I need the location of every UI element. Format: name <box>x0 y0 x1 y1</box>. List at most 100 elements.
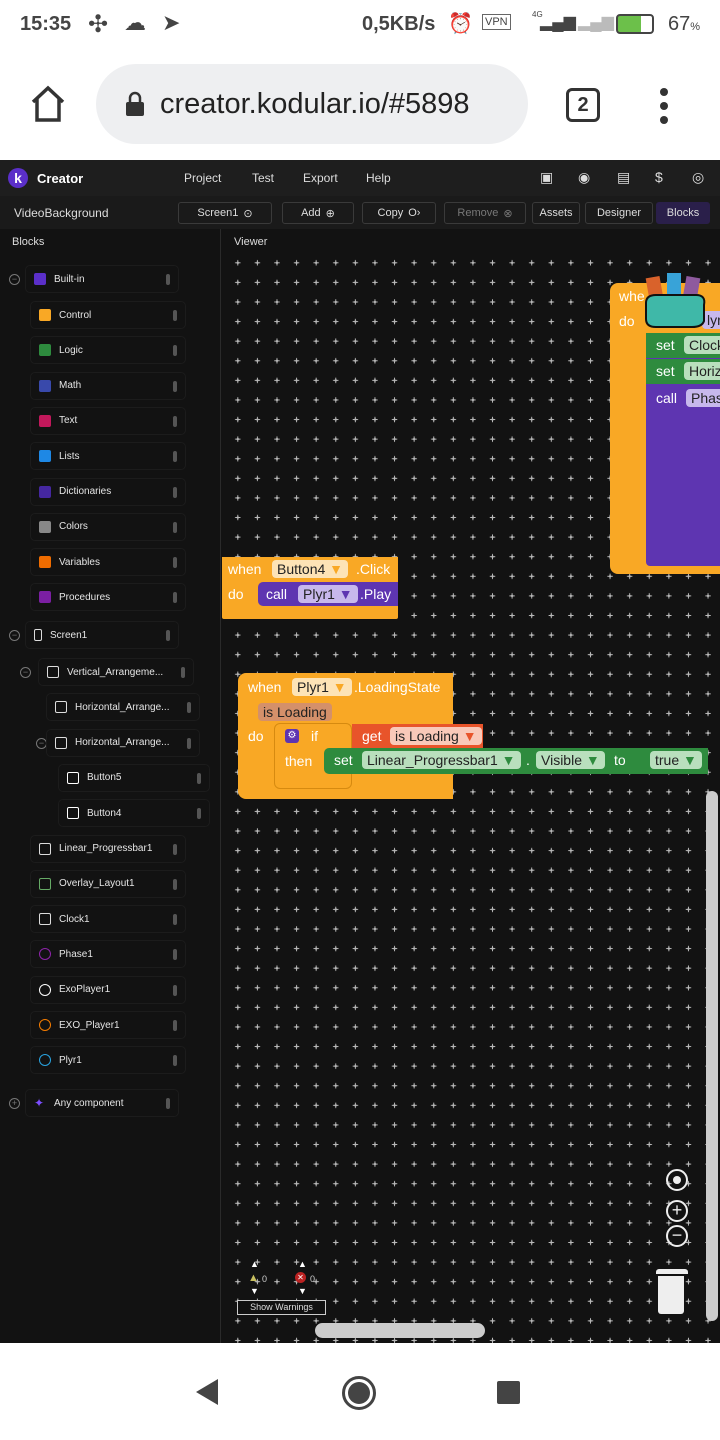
component-dropdown[interactable]: Linear_Progressbar1 ▼ <box>362 751 521 769</box>
vertical-scrollbar[interactable] <box>706 791 718 1321</box>
component-item[interactable]: Button5 <box>58 763 210 792</box>
component-item[interactable]: Button4 <box>58 799 210 828</box>
set-visible-block[interactable]: set Linear_Progressbar1 ▼ . Visible ▼ to… <box>324 748 708 774</box>
menu-export[interactable]: Export <box>303 171 338 185</box>
sidebar-item-screen1[interactable]: Screen1 <box>25 621 179 649</box>
loadingstate-event-block[interactable]: when Plyr1 ▼ .LoadingState is Loading do… <box>238 673 483 799</box>
call-play-block[interactable]: call Plyr1 ▼ .Play <box>258 582 398 606</box>
drag-handle[interactable] <box>173 914 177 926</box>
property-dropdown[interactable]: Visible ▼ <box>536 751 605 769</box>
error-next-arrow[interactable]: ▼ <box>298 1286 307 1296</box>
trash-icon[interactable] <box>658 1276 684 1314</box>
menu-icon[interactable] <box>654 86 674 126</box>
show-warnings-button[interactable]: Show Warnings <box>237 1300 326 1315</box>
collapse-toggle[interactable]: − <box>20 667 31 678</box>
sidebar-item-dictionaries[interactable]: Dictionaries <box>30 477 186 506</box>
home-nav-icon[interactable] <box>342 1376 376 1410</box>
theme-icon[interactable]: ◉ <box>578 169 591 185</box>
drag-handle[interactable] <box>173 415 177 427</box>
drag-handle[interactable] <box>166 630 170 641</box>
drag-handle[interactable] <box>173 1055 177 1067</box>
screen-select[interactable]: Screen1⊙ <box>178 202 272 224</box>
drag-handle[interactable] <box>197 808 201 820</box>
component-dropdown[interactable]: Button4 ▼ <box>272 560 349 578</box>
drag-handle[interactable] <box>187 737 191 749</box>
drag-handle[interactable] <box>173 592 177 604</box>
drag-handle[interactable] <box>173 843 177 855</box>
drag-handle[interactable] <box>173 380 177 392</box>
variable-dropdown[interactable]: is Loading ▼ <box>390 727 482 745</box>
drag-handle[interactable] <box>173 310 177 321</box>
drag-handle[interactable] <box>173 949 177 961</box>
sidebar-item-any-component[interactable]: ✦Any component <box>25 1089 179 1117</box>
drag-handle[interactable] <box>173 451 177 463</box>
url-bar[interactable]: creator.kodular.io/#5898 <box>96 64 528 144</box>
gear-icon[interactable]: ⚙ <box>285 729 299 743</box>
component-item[interactable]: Clock1 <box>30 905 186 934</box>
assets-button[interactable]: Assets <box>532 202 580 224</box>
menu-project[interactable]: Project <box>184 171 222 185</box>
component-item[interactable]: Linear_Progressbar1 <box>30 834 186 863</box>
component-field[interactable]: Phas <box>686 389 720 407</box>
collapse-builtin-toggle[interactable]: − <box>9 274 20 285</box>
zoom-in-icon[interactable]: + <box>666 1200 688 1222</box>
sidebar-item-math[interactable]: Math <box>30 371 186 400</box>
component-dropdown[interactable]: Plyr1 ▼ <box>292 678 352 696</box>
tabs-button[interactable]: 2 <box>566 88 600 122</box>
drag-handle[interactable] <box>173 557 177 569</box>
sidebar-item-variables[interactable]: Variables <box>30 548 186 577</box>
sidebar-item-builtin[interactable]: Built-in <box>25 265 179 293</box>
sidebar-item-text[interactable]: Text <box>30 406 186 435</box>
drag-handle[interactable] <box>173 984 177 996</box>
warning-next-arrow[interactable]: ▼ <box>250 1286 259 1296</box>
drag-handle[interactable] <box>173 345 177 357</box>
drag-handle[interactable] <box>166 274 170 285</box>
drag-handle[interactable] <box>173 486 177 498</box>
gallery-icon[interactable]: ▣ <box>540 169 554 185</box>
sidebar-item-procedures[interactable]: Procedures <box>30 583 186 612</box>
account-icon[interactable]: ◎ <box>692 169 705 185</box>
add-screen-button[interactable]: Add⊕ <box>282 202 354 224</box>
component-field[interactable]: Clock <box>684 336 720 354</box>
component-item[interactable]: Horizontal_Arrange... <box>46 728 200 757</box>
blocks-button[interactable]: Blocks <box>656 202 710 224</box>
sidebar-item-lists[interactable]: Lists <box>30 442 186 471</box>
designer-button[interactable]: Designer <box>585 202 653 224</box>
component-item[interactable]: Horizontal_Arrange... <box>46 693 200 722</box>
component-item[interactable]: EXO_Player1 <box>30 1011 186 1039</box>
sidebar-item-control[interactable]: Control <box>30 301 186 329</box>
component-item[interactable]: ExoPlayer1 <box>30 975 186 1004</box>
drag-handle[interactable] <box>197 772 201 784</box>
drag-handle[interactable] <box>173 521 177 533</box>
remove-screen-button[interactable]: Remove⊗ <box>444 202 526 224</box>
drag-handle[interactable] <box>173 1020 177 1031</box>
component-dropdown[interactable]: Plyr1 ▼ <box>298 585 358 603</box>
drag-handle[interactable] <box>187 702 191 714</box>
drag-handle[interactable] <box>173 878 177 890</box>
component-item[interactable]: Phase1 <box>30 940 186 969</box>
event-parameter[interactable]: is Loading <box>258 703 332 721</box>
collapse-screen-toggle[interactable]: − <box>9 630 20 641</box>
menu-test[interactable]: Test <box>252 171 275 185</box>
sidebar-item-colors[interactable]: Colors <box>30 512 186 541</box>
warning-prev-arrow[interactable]: ▲ <box>250 1259 259 1269</box>
component-item[interactable]: Plyr1 <box>30 1046 186 1075</box>
docs-icon[interactable]: ▤ <box>617 169 631 185</box>
back-icon[interactable] <box>196 1379 218 1405</box>
drag-handle[interactable] <box>181 667 185 678</box>
boolean-dropdown[interactable]: true ▼ <box>650 751 702 769</box>
backpack-icon[interactable] <box>642 273 708 329</box>
button4-click-block[interactable]: when Button4 ▼ .Click do call Plyr1 ▼ .P… <box>222 557 398 619</box>
drag-handle[interactable] <box>166 1098 170 1109</box>
recenter-icon[interactable] <box>666 1169 688 1191</box>
set-block[interactable]: setClock <box>646 333 720 358</box>
component-field[interactable]: Horiz <box>684 362 720 380</box>
home-icon[interactable] <box>28 84 68 124</box>
menu-help[interactable]: Help <box>366 171 391 185</box>
dollar-icon[interactable]: $ <box>655 169 663 185</box>
